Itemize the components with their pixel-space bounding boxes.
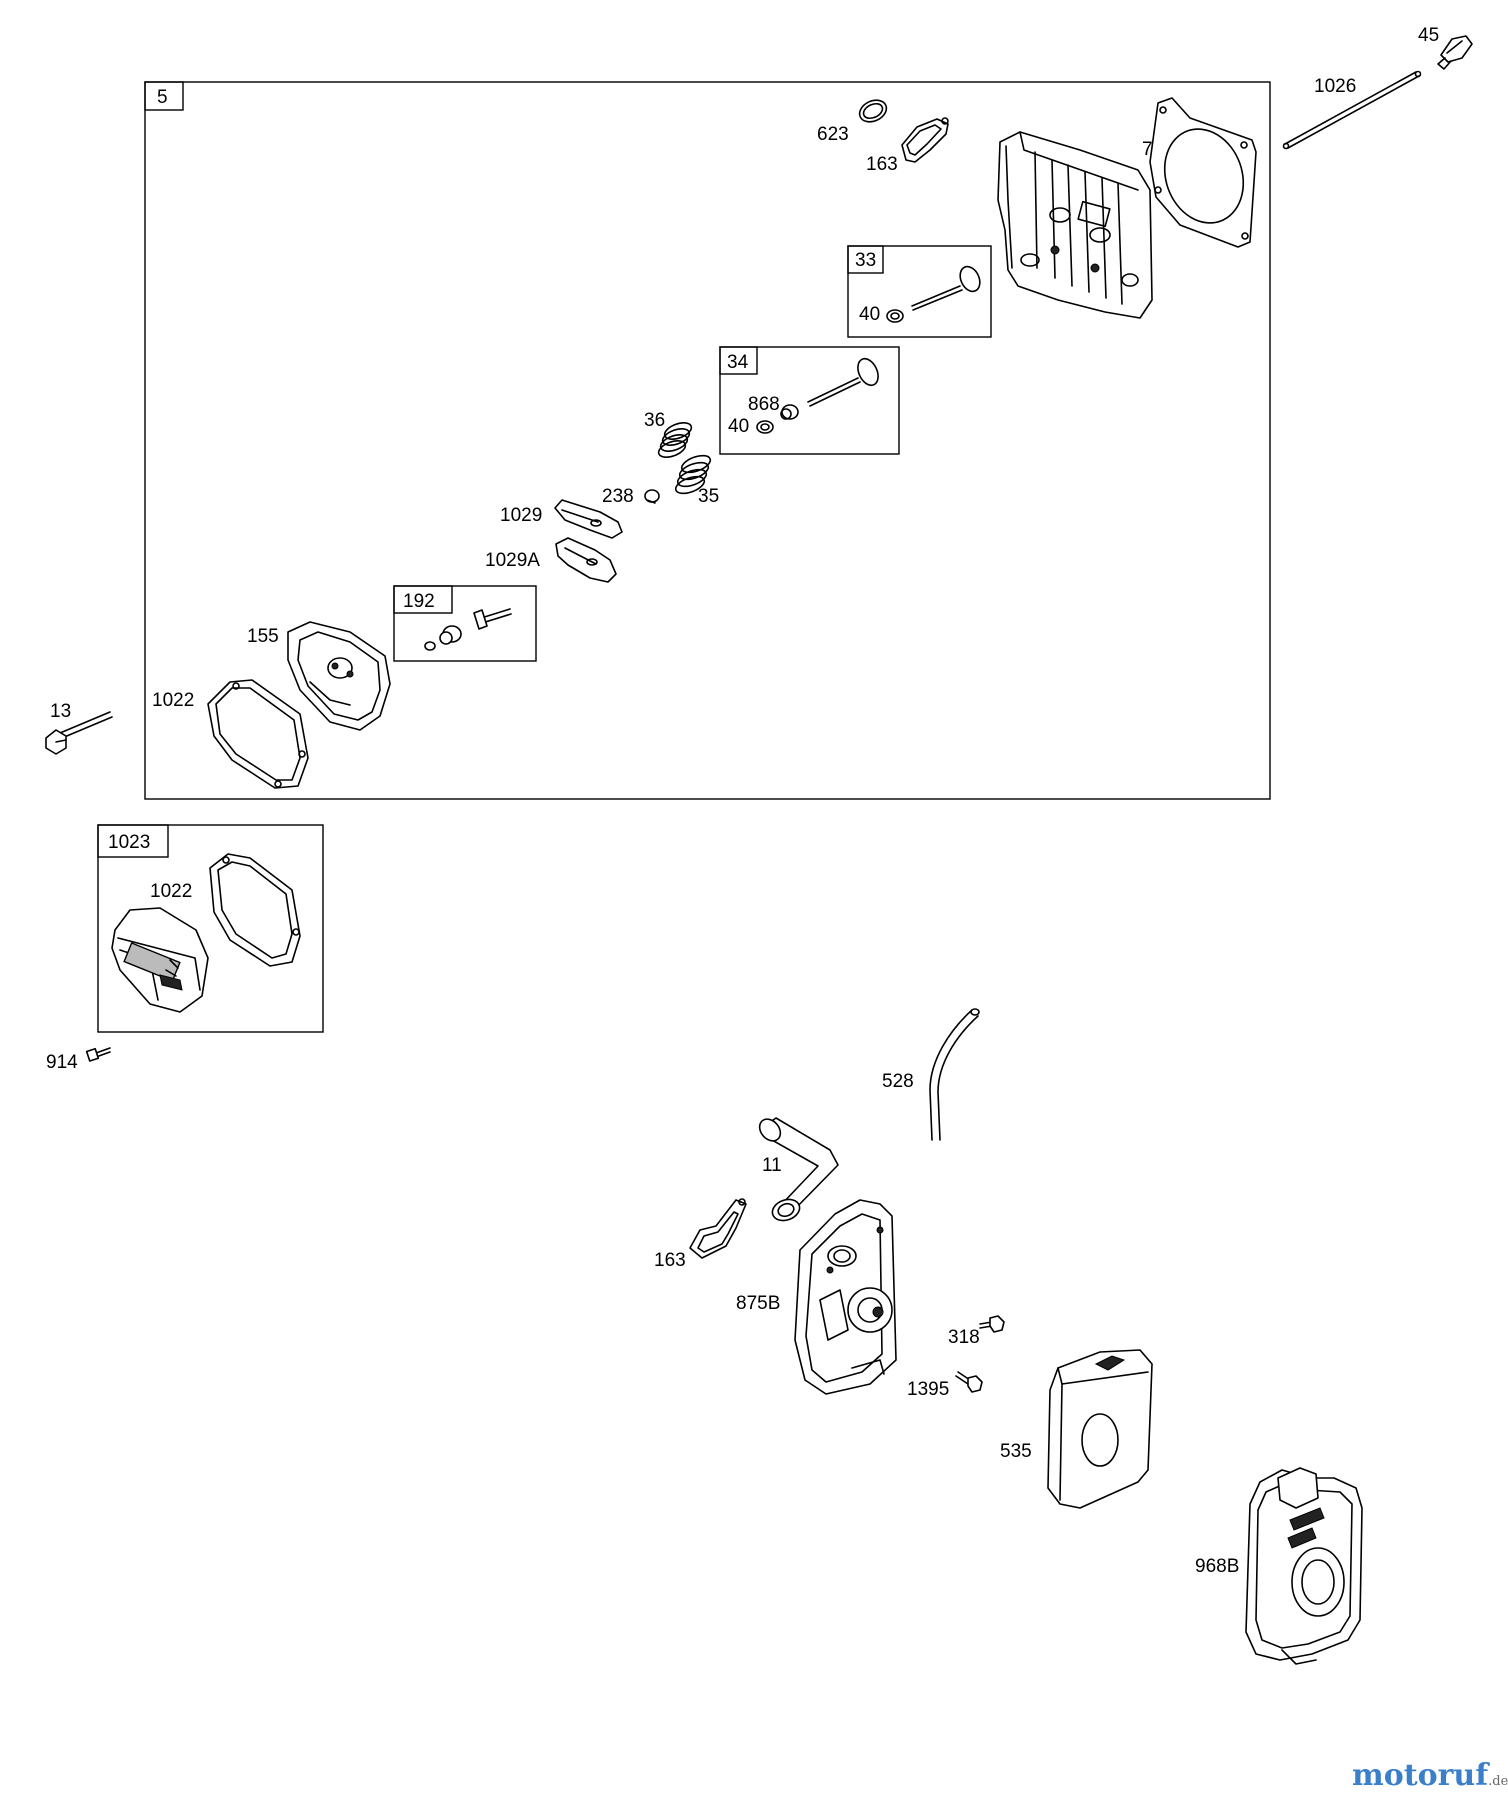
label-1029: 1029 (500, 505, 542, 526)
label-7: 7 (1142, 139, 1153, 160)
label-1023: 1023 (108, 832, 150, 853)
label-914: 914 (46, 1052, 78, 1073)
label-1029A: 1029A (485, 550, 540, 571)
label-192: 192 (403, 591, 435, 612)
part-1395-bolt (955, 1371, 983, 1393)
part-40-valve-seal-a (886, 309, 904, 323)
part-1022-gasket-a (207, 679, 309, 789)
part-11-elbow (758, 1117, 839, 1222)
label-34: 34 (727, 352, 749, 373)
label-868: 868 (748, 394, 780, 415)
label-163-top: 163 (866, 154, 898, 175)
label-11: 11 (762, 1155, 782, 1176)
label-163-bottom: 163 (654, 1250, 686, 1271)
part-1026-push-rod (1282, 70, 1422, 150)
label-528: 528 (882, 1071, 914, 1092)
part-968B-air-cleaner-cover (1245, 1467, 1363, 1665)
part-875B-air-cleaner-base (794, 1199, 897, 1395)
label-40-a: 40 (859, 304, 880, 325)
label-40-b: 40 (728, 416, 749, 437)
label-45: 45 (1418, 25, 1439, 46)
label-318: 318 (948, 1327, 980, 1348)
watermark-brand: motoruf (1352, 1758, 1489, 1793)
part-13-bolt (45, 711, 113, 755)
assembly-tag-192 (393, 585, 453, 614)
part-34-intake-valve (807, 357, 879, 407)
site-watermark: motoruf.de (1352, 1758, 1508, 1793)
label-1026: 1026 (1314, 76, 1356, 97)
part-7-head-gasket (1149, 97, 1257, 248)
assembly-frame-33 (847, 245, 992, 338)
part-192-rocker-stud (424, 608, 512, 651)
label-1022-b: 1022 (150, 881, 192, 902)
label-1022-a: 1022 (152, 690, 194, 711)
part-1029A-rocker-arm (555, 537, 617, 583)
part-cylinder-head (997, 131, 1153, 319)
part-623-o-ring (858, 99, 888, 123)
part-40-valve-seal-b (756, 420, 774, 434)
label-33: 33 (855, 250, 876, 271)
label-5: 5 (157, 87, 168, 108)
part-36-valve-spring (657, 422, 693, 458)
part-35-valve-spring (674, 454, 712, 495)
part-155-rocker-base (287, 621, 391, 731)
label-35: 35 (698, 486, 719, 507)
label-13: 13 (50, 701, 71, 722)
assembly-tag-34 (719, 346, 758, 375)
part-33-exhaust-valve (911, 265, 981, 311)
label-155: 155 (247, 626, 279, 647)
part-163-gasket-top (901, 117, 949, 163)
label-36: 36 (644, 410, 665, 431)
part-45-screw (1437, 35, 1473, 70)
part-535-air-filter (1047, 1349, 1153, 1509)
assembly-frame-1023 (97, 824, 324, 1033)
assembly-frame-5 (144, 81, 1271, 800)
label-535: 535 (1000, 1441, 1032, 1462)
part-238-pivot (644, 489, 660, 504)
part-163-gasket-bottom (689, 1198, 747, 1259)
label-238: 238 (602, 486, 634, 507)
part-1029-rocker-arm (554, 499, 623, 539)
assembly-frame-192 (393, 585, 537, 662)
watermark-tld: .de (1488, 1774, 1508, 1789)
part-868-valve-cap (780, 404, 799, 420)
assembly-tag-1023 (97, 824, 169, 858)
assembly-frame-34 (719, 346, 900, 455)
part-1022-gasket-b (209, 853, 301, 967)
assembly-tag-33 (847, 245, 884, 274)
part-914-screw (85, 1047, 111, 1062)
part-1023-rocker-cover (111, 907, 209, 1013)
label-1395: 1395 (907, 1379, 949, 1400)
assembly-tag-5 (144, 81, 184, 111)
label-623: 623 (817, 124, 849, 145)
part-318-screw (979, 1315, 1005, 1333)
label-968B: 968B (1195, 1556, 1239, 1577)
label-875B: 875B (736, 1293, 780, 1314)
part-528-breather-tube (929, 1008, 980, 1141)
